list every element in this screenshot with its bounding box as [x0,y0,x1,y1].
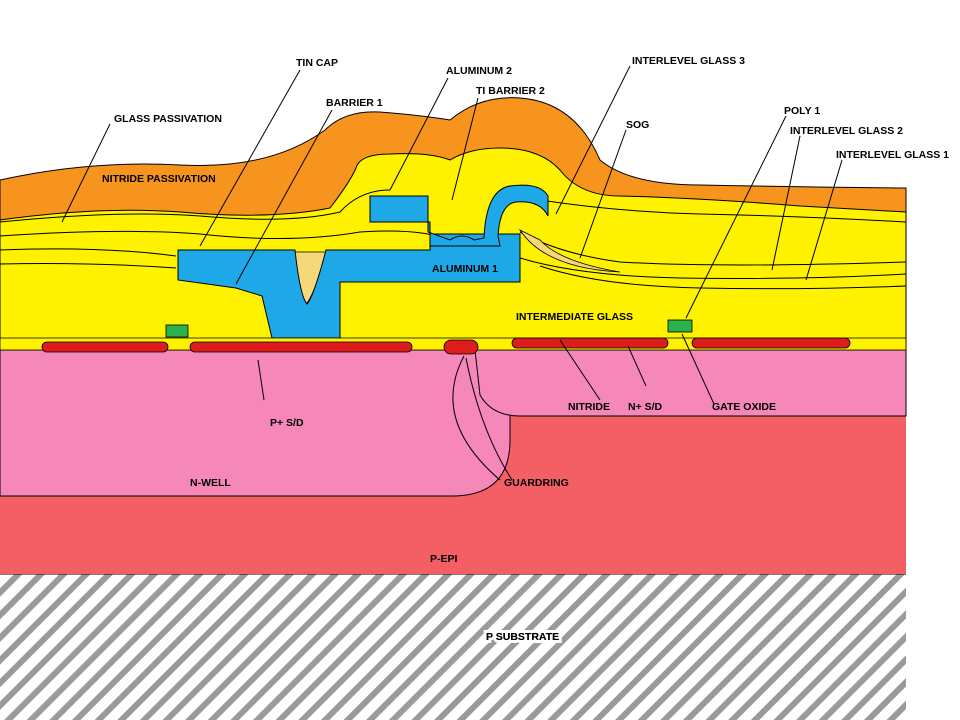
label-p-substrate: P SUBSTRATE [486,631,559,643]
label-n-plus-sd: N+ S/D [628,401,663,413]
p-well-region [474,349,907,417]
sog-pocket-right [518,228,621,273]
interlevel-glass-1-line [0,248,907,279]
label-p-plus-sd: P+ S/D [270,417,304,429]
label-n-well: N-WELL [190,477,231,489]
label-gate-oxide: GATE OXIDE [712,401,776,413]
p-plus-sd-right [189,341,413,353]
n-plus-sd-right [691,337,851,349]
interlevel-glass-2-line [0,230,907,266]
label-interlevel-glass-1: INTERLEVEL GLASS 1 [836,149,949,161]
label-guardring: GUARDRING [504,477,569,489]
label-intermediate-glass: INTERMEDIATE GLASS [516,311,633,323]
label-p-substrate-fill: P SUBSTRATE [486,631,559,643]
label-nitride: NITRIDE [568,401,610,413]
p-substrate-region [0,574,906,720]
label-aluminum-1: ALUMINUM 1 [432,263,498,275]
label-interlevel-glass-2: INTERLEVEL GLASS 2 [790,125,903,137]
label-interlevel-glass-3: INTERLEVEL GLASS 3 [632,55,745,67]
label-barrier-1: BARRIER 1 [326,97,383,109]
p-plus-sd-left [41,341,169,353]
label-poly-1: POLY 1 [784,105,820,117]
label-sog: SOG [626,119,649,131]
aluminum-1-layer [177,233,521,339]
interlevel-glass-3-line [0,189,907,223]
label-tin-cap: TIN CAP [296,57,338,69]
n-well-region [0,349,511,497]
label-nitride-passivation: NITRIDE PASSIVATION [102,173,216,185]
poly-gate-right [667,319,693,333]
label-aluminum-2: ALUMINUM 2 [446,65,512,77]
aluminum-2-layer [369,184,549,247]
label-ti-barrier-2: TI BARRIER 2 [476,85,545,97]
label-glass-passivation: GLASS PASSIVATION [114,113,222,125]
n-plus-sd-left [511,337,669,349]
guardring-diffusion [443,339,479,355]
label-p-epi: P-EPI [430,553,458,565]
poly-gate-left [165,324,189,338]
glass-line-lower [0,263,907,290]
